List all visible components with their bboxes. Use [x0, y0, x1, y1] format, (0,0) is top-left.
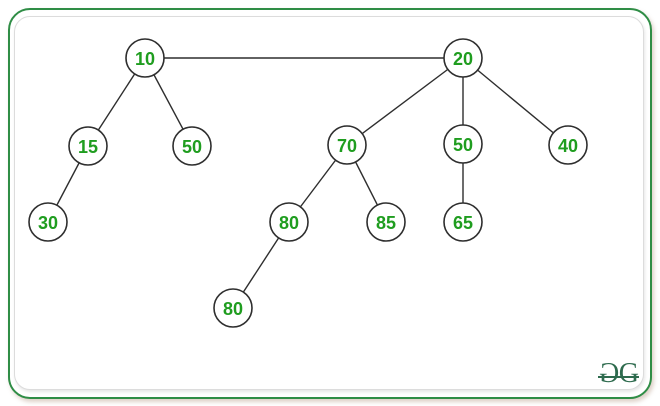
node-circle	[269, 202, 309, 242]
tree-node-65: 65	[443, 202, 483, 242]
node-circle	[125, 38, 165, 78]
node-label: 80	[223, 299, 243, 319]
tree-node-15: 15	[68, 126, 108, 166]
node-circle	[28, 202, 68, 242]
node-circle	[327, 125, 367, 165]
node-label: 50	[453, 135, 473, 155]
node-label: 10	[135, 49, 155, 69]
node-label: 80	[279, 213, 299, 233]
node-circle	[443, 124, 483, 164]
node-label: 70	[337, 136, 357, 156]
node-circle	[68, 126, 108, 166]
node-label: 20	[453, 49, 473, 69]
node-label: 15	[78, 137, 98, 157]
node-label: 85	[376, 213, 396, 233]
tree-node-80: 80	[213, 288, 253, 328]
canvas-card	[14, 16, 644, 390]
node-label: 40	[558, 136, 578, 156]
tree-node-30: 30	[28, 202, 68, 242]
node-circle	[548, 125, 588, 165]
tree-node-10: 10	[125, 38, 165, 78]
tree-node-50: 50	[443, 124, 483, 164]
node-circle	[172, 126, 212, 166]
node-label: 50	[182, 137, 202, 157]
logo-letter-g-mirrored: G	[599, 358, 619, 389]
tree-node-85: 85	[366, 202, 406, 242]
tree-node-20: 20	[443, 38, 483, 78]
tree-node-50: 50	[172, 126, 212, 166]
node-label: 65	[453, 213, 473, 233]
node-circle	[443, 202, 483, 242]
node-circle	[366, 202, 406, 242]
geeksforgeeks-logo: GG	[597, 358, 639, 389]
tree-node-80: 80	[269, 202, 309, 242]
node-circle	[443, 38, 483, 78]
node-circle	[213, 288, 253, 328]
tree-node-70: 70	[327, 125, 367, 165]
logo-crossbar	[597, 376, 639, 379]
tree-edge	[346, 57, 464, 146]
node-label: 30	[38, 213, 58, 233]
green-frame	[8, 8, 652, 399]
tree-node-40: 40	[548, 125, 588, 165]
tree-edge	[462, 57, 569, 146]
logo-letter-g: G	[618, 358, 639, 389]
